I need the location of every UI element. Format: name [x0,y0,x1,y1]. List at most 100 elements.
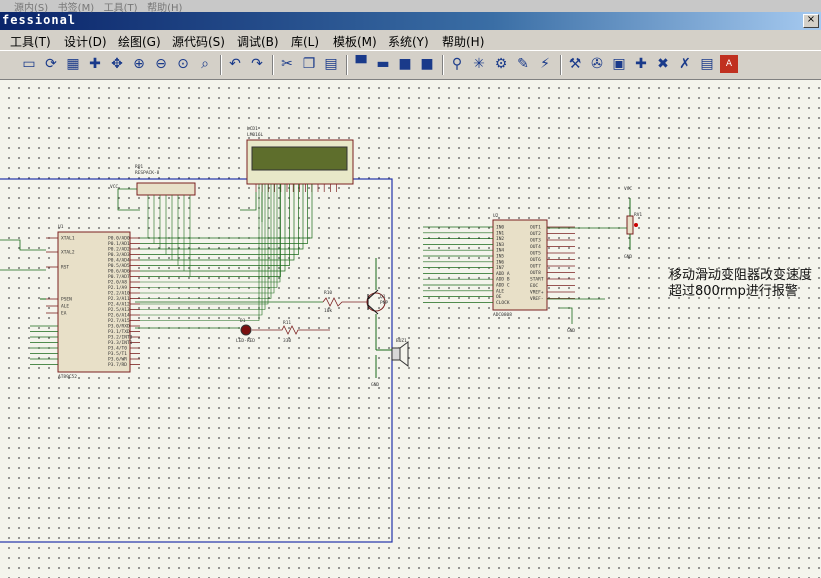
menu-tools[interactable]: 工具(T) [10,35,51,49]
search-tag-icon[interactable]: ⚒ [568,56,582,72]
block-delete-icon[interactable]: ■ [420,56,434,72]
block-copy-icon[interactable]: ▀ [355,56,367,72]
copy-icon[interactable]: ❐ [302,56,316,72]
resistor-r10[interactable]: R10 10k [135,290,368,314]
u1-pin-label: P2.0/A8 [108,280,127,286]
menu-library[interactable]: 库(L) [291,35,320,49]
netlist-icon[interactable]: ✗ [679,56,691,72]
pan-icon[interactable]: ✥ [111,56,123,72]
undo-icon[interactable]: ↶ [229,56,241,72]
u2-pin-label: CLOCK [496,300,510,306]
title-bar: fessional × [0,12,821,30]
zoom-all-icon[interactable]: ⊙ [177,56,189,72]
pick-device-icon[interactable]: ⚲ [451,56,463,72]
led-d1[interactable]: D1 LED-RED R11 330 [135,318,330,344]
annotation-line-2: 超过800rmp进行报警 [669,284,798,299]
packaging-icon[interactable]: ⚙ [494,56,508,72]
new-sheet-icon[interactable]: ▣ [612,56,626,72]
u2-pin-label: OUT6 [530,257,541,263]
cut-icon[interactable]: ✂ [281,56,293,72]
r11-value: 330 [283,338,291,344]
block-move-icon[interactable]: ▬ [376,56,390,72]
menu-debug[interactable]: 调试(B) [237,35,279,49]
u2-pin-label: OUT1 [530,225,541,231]
add-sheet-icon[interactable]: ✚ [635,56,647,72]
property-tool-icon[interactable]: ✇ [591,56,603,72]
paste-icon[interactable]: ▤ [324,56,338,72]
data-wire [140,184,308,244]
u2-pin-label: OUT8 [530,270,541,276]
resistor-pack[interactable]: RP1 RESPACK-8 VCC [110,164,196,211]
ares-icon[interactable]: A [720,55,738,73]
u1-pin-label: P0.2/AD2 [108,247,130,253]
close-window-button[interactable]: × [803,14,819,28]
u1-pin-label: P3.0/RXD [108,324,130,330]
schematic-canvas[interactable]: LCD1 LM016L RP1 RESPACK-8 VCC U1 AT89C52… [0,80,821,578]
menu-design[interactable]: 设计(D) [64,35,107,49]
u1-pin-label: P2.2/A10 [108,291,130,297]
u1-pin-label: P3.1/TXD [108,329,130,335]
redo-icon[interactable]: ↷ [251,56,263,72]
annotation-line-1: 移动滑动变阻器改变速度 [669,268,813,283]
u1-pin-label: P3.5/T1 [108,351,127,357]
menu-graph[interactable]: 绘图(G) [118,35,161,49]
origin-icon[interactable]: ✚ [89,56,101,72]
grid-icon[interactable]: ▦ [66,56,80,72]
hidden-menu-remnant: 源内(S) 书签(M) 工具(T) 帮助(H) [14,3,183,14]
u1-pin-label: P0.0/AD0 [108,236,130,242]
u1-pin-label: P2.1/A9 [108,285,127,291]
menu-system[interactable]: 系统(Y) [388,35,429,49]
lcd-display[interactable]: LCD1 LM016L [240,126,354,222]
u1-pin-label: P2.4/A12 [108,302,130,308]
zoom-in-icon[interactable]: ⊕ [133,56,145,72]
block-rotate-icon[interactable]: ■ [398,56,412,72]
u1-pin-label: P0.1/AD1 [108,241,130,247]
menu-template[interactable]: 模板(M) [333,35,377,49]
ctrl-wire [140,184,275,294]
wire-autorouter-icon[interactable]: ⚡ [540,56,550,72]
r11-ref: R11 [283,320,291,326]
u1-pin-label: P0.4/AD4 [108,258,130,264]
u2-pin-label: OUT4 [530,244,541,250]
bom-icon[interactable]: ▤ [700,56,714,72]
u2-pin-label: ALE [496,288,504,294]
menu-help[interactable]: 帮助(H) [442,35,485,49]
u1-pin-label: P3.4/T0 [108,346,127,352]
window-title: fessional [2,13,77,27]
u2-pin-label: IN6 [496,259,504,265]
q1-ref: Q1 [380,294,386,300]
page-icon[interactable]: ▭ [22,56,36,72]
toolbar-separator [272,55,274,75]
refresh-icon[interactable]: ⟳ [45,56,57,72]
zoom-out-icon[interactable]: ⊖ [155,56,167,72]
zoom-area-icon[interactable]: ⌕ [201,56,209,72]
make-device-icon[interactable]: ✳ [473,56,485,72]
menu-source[interactable]: 源代码(S) [172,35,225,49]
u1-pin-label: P2.7/A15 [108,318,130,324]
buzzer[interactable]: BUZ1 GND [371,338,409,388]
wire [240,192,257,211]
transistor-q1[interactable]: Q1 PNP [366,258,388,350]
u2-pin-label: VREF+ [530,290,544,296]
data-wire [140,184,295,261]
u1-pin-label: P2.5/A13 [108,307,130,313]
u2-pin-label: EOC [530,283,538,289]
r10-ref: R10 [324,290,332,296]
potentiometer-rv1[interactable]: RV1 VCC GND [547,186,642,260]
u1-pin-label: PSEN [61,297,72,303]
remove-sheet-icon[interactable]: ✖ [657,56,669,72]
decompose-icon[interactable]: ✎ [517,56,529,72]
u1-pin-label: P3.3/INT1 [108,340,133,346]
u1-pin-label: P3.2/INT0 [108,335,133,341]
annotation-text: 移动滑动变阻器改变速度 超过800rmp进行报警 [669,268,812,300]
rv1-gnd: GND [624,254,632,260]
lcd-part: LM016L [247,132,264,138]
data-wire [140,184,290,266]
ctrl-wire [140,184,260,321]
toolbar-separator [346,55,348,75]
data-wire [140,184,299,255]
u1-ref: U1 [58,224,64,230]
ctrl-wire [140,184,263,316]
